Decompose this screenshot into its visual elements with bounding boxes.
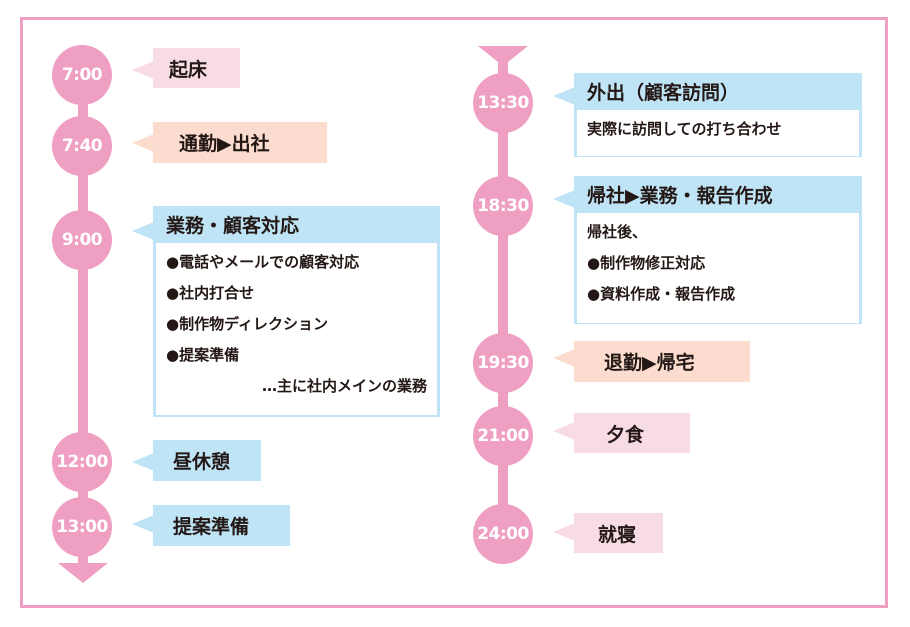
pointer: [553, 349, 575, 367]
pointer: [132, 515, 154, 533]
time-circle-1330: 13:30: [473, 73, 533, 133]
event-title: 帰社▶業務・報告作成: [587, 185, 773, 207]
detail-item: 帰社後、: [587, 223, 648, 241]
detail-item: ●電話やメールでの顧客対応: [166, 253, 360, 271]
pointer: [553, 422, 575, 440]
event-wake-up: 起床: [153, 48, 240, 88]
pointer: [132, 453, 154, 471]
time-circle-0900: 9:00: [52, 210, 112, 270]
detail-item: ●資料作成・報告作成: [587, 285, 736, 303]
detail-note: …主に社内メインの業務: [261, 377, 427, 395]
left-timeline-line: [78, 75, 88, 570]
time-circle-1300: 13:00: [52, 497, 112, 557]
event-label: 通勤▶出社: [179, 133, 270, 155]
event-details: 帰社後、 ●制作物修正対応 ●資料作成・報告作成: [577, 213, 859, 323]
pointer: [553, 190, 575, 208]
pointer: [132, 61, 154, 79]
event-leave-office: 退勤▶帰宅: [574, 341, 750, 382]
event-label: 夕食: [606, 423, 645, 446]
detail-item: ●提案準備: [166, 346, 240, 364]
time-circle-0740: 7:40: [52, 116, 112, 176]
time-circle-1930: 19:30: [473, 333, 533, 393]
event-details: ●電話やメールでの顧客対応 ●社内打合せ ●制作物ディレクション ●提案準備 ……: [156, 243, 437, 415]
time-circle-1200: 12:00: [52, 432, 112, 492]
event-details: 実際に訪問しての打ち合わせ: [577, 110, 859, 156]
right-timeline-arrow-top: [478, 46, 528, 66]
pointer: [553, 523, 575, 541]
event-proposal-prep: 提案準備: [153, 505, 290, 546]
event-label: 提案準備: [173, 516, 250, 538]
event-return-office: 帰社▶業務・報告作成 帰社後、 ●制作物修正対応 ●資料作成・報告作成: [574, 176, 862, 324]
right-timeline-line: [498, 62, 508, 540]
event-title: 業務・顧客対応: [166, 215, 300, 237]
detail-item: ●制作物ディレクション: [166, 315, 329, 333]
time-circle-2100: 21:00: [473, 406, 533, 466]
detail-item: ●社内打合せ: [166, 284, 255, 302]
pointer: [132, 222, 154, 240]
event-commute: 通勤▶出社: [153, 122, 327, 163]
event-dinner: 夕食: [574, 413, 690, 453]
pointer: [132, 134, 154, 152]
diagram-frame: [20, 17, 888, 608]
time-circle-2400: 24:00: [473, 504, 533, 564]
event-customer-visit: 外出（顧客訪問） 実際に訪問しての打ち合わせ: [574, 73, 862, 157]
event-label: 昼休憩: [173, 451, 231, 473]
detail-item: 実際に訪問しての打ち合わせ: [587, 120, 782, 138]
left-timeline-arrow: [58, 563, 108, 583]
event-sleep: 就寝: [574, 513, 663, 553]
pointer: [553, 87, 575, 105]
event-lunch: 昼休憩: [153, 440, 261, 481]
event-label: 起床: [169, 58, 208, 81]
event-work-customer: 業務・顧客対応 ●電話やメールでの顧客対応 ●社内打合せ ●制作物ディレクション…: [153, 206, 440, 417]
event-label: 退勤▶帰宅: [604, 352, 695, 374]
event-label: 就寝: [598, 523, 637, 546]
event-title: 外出（顧客訪問）: [587, 82, 740, 104]
time-circle-0700: 7:00: [52, 45, 112, 105]
time-circle-1830: 18:30: [473, 176, 533, 236]
detail-item: ●制作物修正対応: [587, 254, 706, 272]
